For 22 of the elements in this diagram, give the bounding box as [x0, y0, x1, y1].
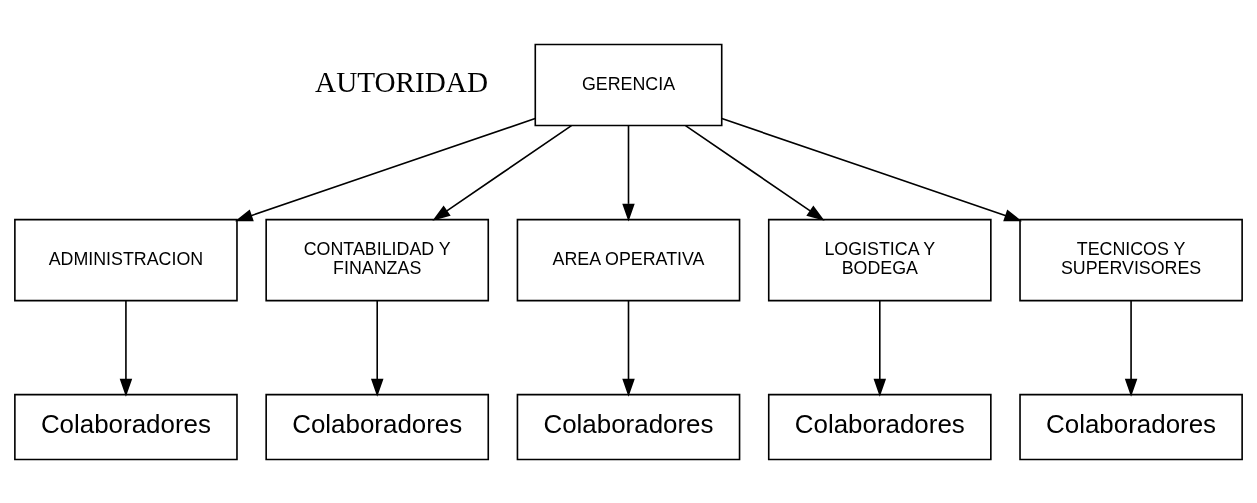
node-box: GERENCIA: [534, 43, 723, 126]
label: AUTORIDAD: [315, 65, 488, 98]
node-box: Colaboradores: [1019, 393, 1243, 460]
arrow: [234, 117, 536, 221]
arrow: [119, 299, 133, 397]
node-box: ADMINISTRACION: [14, 218, 238, 301]
arrow: [432, 124, 573, 221]
arrow: [622, 124, 635, 221]
arrow: [622, 299, 635, 397]
node-box: Colaboradores: [516, 393, 741, 460]
node-box: Colaboradores: [14, 393, 238, 460]
node-box: AREA OPERATIVA: [516, 218, 741, 301]
arrow: [370, 299, 384, 397]
node-box: LOGISTICA Y BODEGA: [767, 218, 992, 301]
arrow: [873, 299, 887, 397]
node-box: Colaboradores: [265, 393, 490, 460]
node-box: CONTABILIDAD Y FINANZAS: [265, 218, 490, 301]
arrow: [1124, 299, 1138, 397]
node-box: Colaboradores: [767, 393, 992, 460]
node-box: TECNICOS Y SUPERVISORES: [1019, 218, 1243, 301]
arrow: [721, 117, 1023, 221]
arrow: [684, 124, 825, 221]
